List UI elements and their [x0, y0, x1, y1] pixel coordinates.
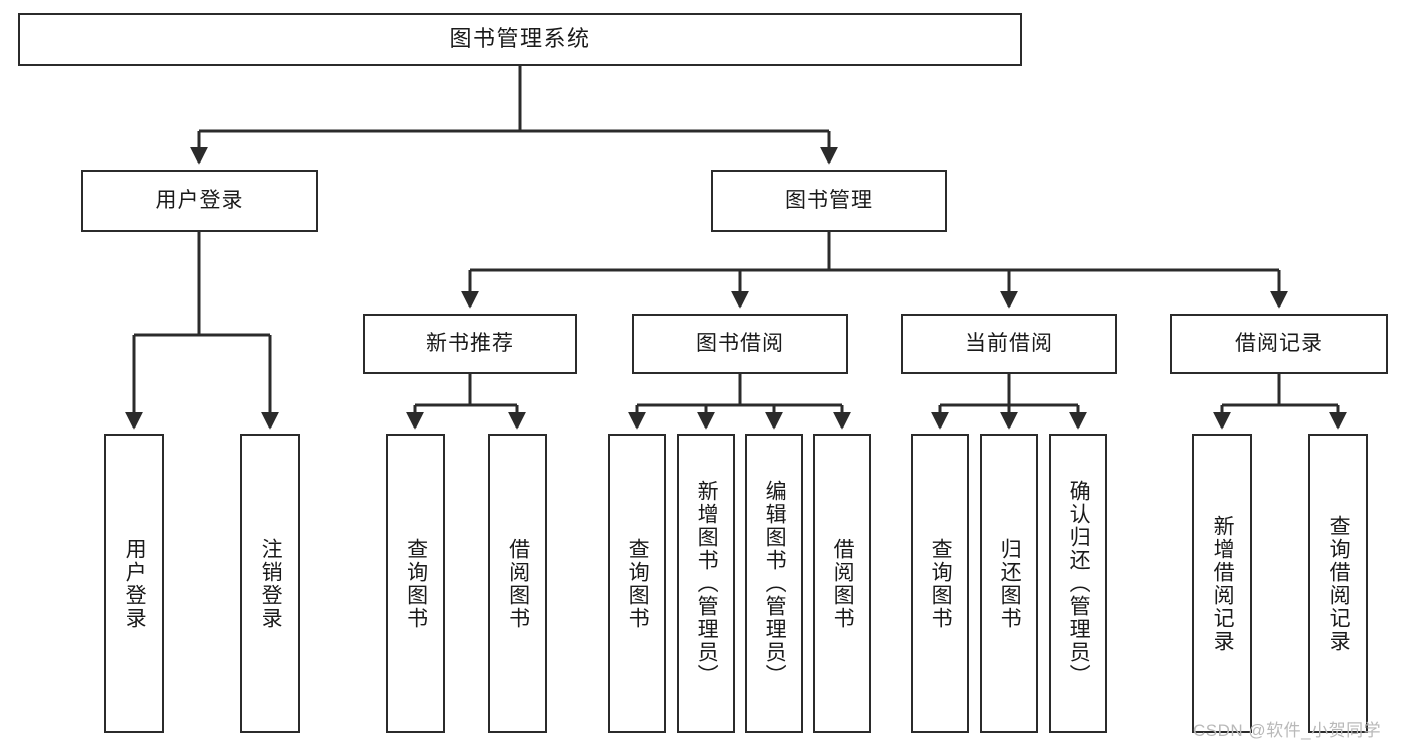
node-label: 查询图书: [626, 537, 650, 630]
node-leaf-query-record[interactable]: 查询借阅记录: [1308, 434, 1368, 733]
csdn-watermark: CSDN @软件_小贺同学: [1193, 721, 1382, 740]
node-book-manage[interactable]: 图书管理: [711, 170, 947, 232]
node-label: 确认归还（管理员）: [1067, 480, 1091, 687]
node-user-login[interactable]: 用户登录: [81, 170, 318, 232]
node-label: 新增借阅记录: [1211, 514, 1235, 653]
node-leaf-add-record[interactable]: 新增借阅记录: [1192, 434, 1252, 733]
node-label: 当前借阅: [965, 332, 1053, 356]
node-label: 图书管理: [785, 189, 873, 213]
node-leaf-borrow-book-1[interactable]: 借阅图书: [488, 434, 547, 733]
node-label: 编辑图书（管理员）: [763, 480, 787, 687]
node-leaf-return-book[interactable]: 归还图书: [980, 434, 1038, 733]
node-label: 借阅图书: [506, 537, 530, 630]
node-leaf-confirm-return[interactable]: 确认归还（管理员）: [1049, 434, 1107, 733]
node-leaf-query-book-3[interactable]: 查询图书: [911, 434, 969, 733]
node-leaf-logout[interactable]: 注销登录: [240, 434, 300, 733]
node-borrow-record[interactable]: 借阅记录: [1170, 314, 1388, 374]
node-label: 查询图书: [929, 537, 953, 630]
node-label: 归还图书: [998, 537, 1022, 630]
node-current-borrow[interactable]: 当前借阅: [901, 314, 1117, 374]
node-leaf-add-book[interactable]: 新增图书（管理员）: [677, 434, 735, 733]
node-label: 借阅记录: [1235, 332, 1323, 356]
node-label: 查询图书: [404, 537, 428, 630]
node-label: 图书管理系统: [449, 26, 591, 52]
node-label: 注销登录: [259, 537, 283, 630]
node-leaf-edit-book[interactable]: 编辑图书（管理员）: [745, 434, 803, 733]
node-new-book-recommend[interactable]: 新书推荐: [363, 314, 577, 374]
node-leaf-query-book-1[interactable]: 查询图书: [386, 434, 445, 733]
node-leaf-query-book-2[interactable]: 查询图书: [608, 434, 666, 733]
node-label: 查询借阅记录: [1327, 514, 1351, 653]
node-label: 新书推荐: [426, 332, 514, 356]
node-label: 图书借阅: [696, 332, 784, 356]
node-root-book-management-system[interactable]: 图书管理系统: [18, 13, 1022, 66]
node-leaf-user-login[interactable]: 用户登录: [104, 434, 164, 733]
node-label: 用户登录: [155, 189, 244, 213]
node-leaf-borrow-book-2[interactable]: 借阅图书: [813, 434, 871, 733]
node-book-borrow[interactable]: 图书借阅: [632, 314, 848, 374]
node-label: 借阅图书: [831, 537, 855, 630]
node-label: 用户登录: [123, 537, 147, 630]
node-label: 新增图书（管理员）: [695, 480, 719, 687]
